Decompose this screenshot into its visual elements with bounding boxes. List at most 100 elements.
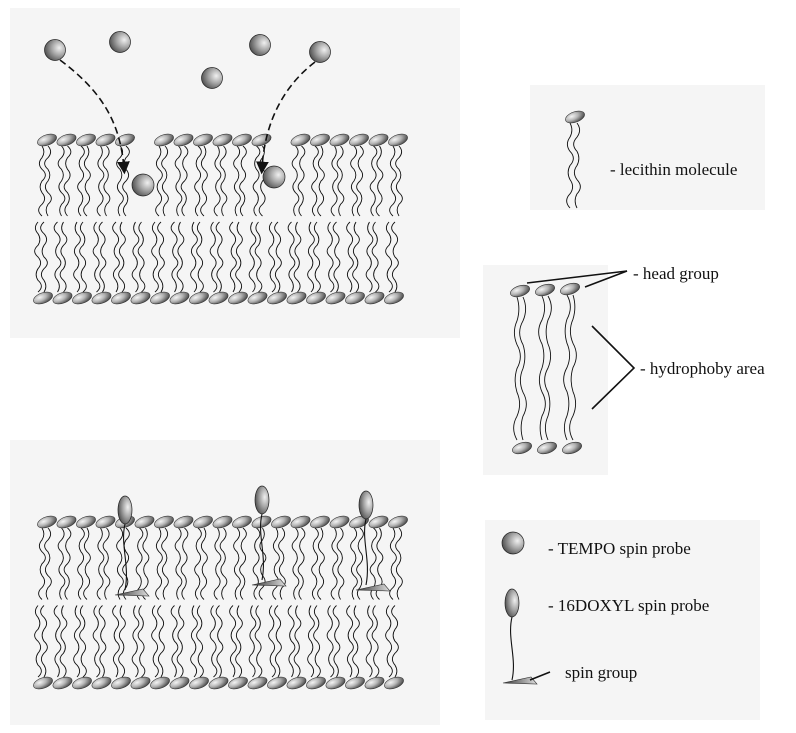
lipid-tail bbox=[54, 606, 61, 678]
lipid-head-icon bbox=[75, 514, 97, 531]
lipid-tail bbox=[347, 222, 354, 292]
lipid-head-icon bbox=[231, 132, 253, 149]
lipid-head-icon bbox=[270, 514, 292, 531]
tempo-probe-icon bbox=[250, 35, 271, 56]
lipid-tail bbox=[80, 606, 87, 678]
lipid-tail bbox=[177, 222, 184, 292]
lipid-tail bbox=[564, 295, 571, 440]
lipid-head-icon bbox=[266, 290, 288, 307]
lipid-tail bbox=[117, 528, 124, 600]
embedded-doxyl-probes bbox=[115, 486, 390, 596]
lipid-tail bbox=[138, 222, 145, 292]
lipid-head-icon bbox=[367, 514, 389, 531]
lipid-tail bbox=[294, 606, 301, 678]
lipid-tail bbox=[45, 146, 52, 216]
lipid-tail bbox=[74, 606, 81, 678]
lipid-head-icon bbox=[51, 290, 73, 307]
lipid-head-icon bbox=[36, 514, 58, 531]
lipid-tail bbox=[249, 606, 256, 678]
lipid-tail bbox=[318, 146, 325, 216]
lipid-head-icon bbox=[172, 132, 194, 149]
lipid-tail bbox=[253, 528, 260, 600]
doxyl-probe-icon bbox=[255, 486, 269, 514]
lipid-head-icon bbox=[168, 290, 190, 307]
lipid-tail bbox=[197, 222, 204, 292]
lipid-head-icon bbox=[363, 675, 385, 692]
lipid-tail bbox=[372, 222, 379, 292]
lipid-tail bbox=[214, 146, 221, 216]
lipid-head-icon bbox=[75, 132, 97, 149]
lipid-head-icon bbox=[153, 514, 175, 531]
lipid-head-icon bbox=[305, 675, 327, 692]
lipid-tail bbox=[353, 222, 360, 292]
lipid-tail bbox=[119, 606, 126, 678]
tempo-probe-label: - TEMPO spin probe bbox=[548, 540, 691, 557]
lipid-tail bbox=[162, 528, 169, 600]
lipid-tail bbox=[39, 146, 46, 216]
lipid-tail bbox=[35, 222, 42, 292]
tempo-probe-icon bbox=[110, 32, 131, 53]
lipid-tail bbox=[312, 146, 319, 216]
doxyl-probe-label: - 16DOXYL spin probe bbox=[548, 597, 709, 614]
lipid-head-icon bbox=[328, 132, 350, 149]
lipid-head-icon bbox=[207, 290, 229, 307]
doxyl-probe-icon bbox=[118, 496, 132, 524]
lipid-head-icon bbox=[149, 290, 171, 307]
legend-pointer-lines bbox=[527, 271, 634, 680]
lipid-tail bbox=[372, 606, 379, 678]
hydrophoby-area-label: - hydrophoby area bbox=[640, 360, 765, 377]
doxyl-tail bbox=[511, 617, 514, 680]
lipid-tail bbox=[545, 296, 552, 440]
lipid-tail bbox=[396, 146, 403, 216]
lipid-tail bbox=[117, 146, 124, 216]
doxyl-probe-icon bbox=[505, 589, 519, 617]
free-tempo-probes bbox=[45, 32, 331, 197]
lipid-head-icon bbox=[168, 675, 190, 692]
lipid-head-icon bbox=[289, 514, 311, 531]
lipid-head-icon bbox=[534, 282, 556, 298]
lipid-tail bbox=[138, 606, 145, 678]
lipid-tail bbox=[255, 606, 262, 678]
bilayer-bottom bbox=[32, 514, 409, 692]
lipid-tail bbox=[357, 146, 364, 216]
lipid-tail bbox=[327, 222, 334, 292]
lipid-tail bbox=[78, 528, 85, 600]
lipid-head-icon bbox=[32, 675, 54, 692]
lipid-tail bbox=[58, 146, 65, 216]
lipid-head-icon bbox=[564, 109, 586, 126]
lipid-head-icon bbox=[90, 290, 112, 307]
lipid-tail bbox=[177, 606, 184, 678]
lipid-tail bbox=[171, 606, 178, 678]
lipid-head-icon bbox=[250, 132, 272, 149]
lipid-tail bbox=[60, 606, 67, 678]
lipid-head-icon bbox=[129, 675, 151, 692]
lipid-head-icon bbox=[285, 290, 307, 307]
lipid-tail bbox=[210, 222, 217, 292]
insertion-arrow-right bbox=[262, 62, 315, 168]
lipid-tail bbox=[337, 528, 344, 600]
lipid-tail bbox=[210, 606, 217, 678]
lipid-head-icon bbox=[324, 675, 346, 692]
lipid-tail bbox=[195, 146, 202, 216]
lipid-tail bbox=[279, 528, 286, 600]
lipid-tail bbox=[158, 222, 165, 292]
tempo-probe-icon bbox=[202, 68, 223, 89]
lipid-head-icon bbox=[285, 675, 307, 692]
lipid-head-icon bbox=[309, 132, 331, 149]
lipid-head-icon bbox=[383, 675, 405, 692]
lipid-tail bbox=[60, 222, 67, 292]
lipid-tail bbox=[327, 606, 334, 678]
tempo-probe-icon bbox=[310, 42, 331, 63]
lipid-tail bbox=[298, 146, 305, 216]
lipid-tail bbox=[314, 222, 321, 292]
lipid-head-icon bbox=[51, 675, 73, 692]
lipid-head-icon bbox=[94, 514, 116, 531]
lipid-head-icon bbox=[289, 132, 311, 149]
lipid-tail bbox=[113, 606, 120, 678]
lipid-tail bbox=[392, 606, 399, 678]
lipid-tail bbox=[103, 146, 110, 216]
lipid-tail bbox=[366, 606, 373, 678]
lipid-tail bbox=[333, 222, 340, 292]
lipid-tail bbox=[99, 222, 106, 292]
lipid-tail bbox=[514, 297, 521, 440]
